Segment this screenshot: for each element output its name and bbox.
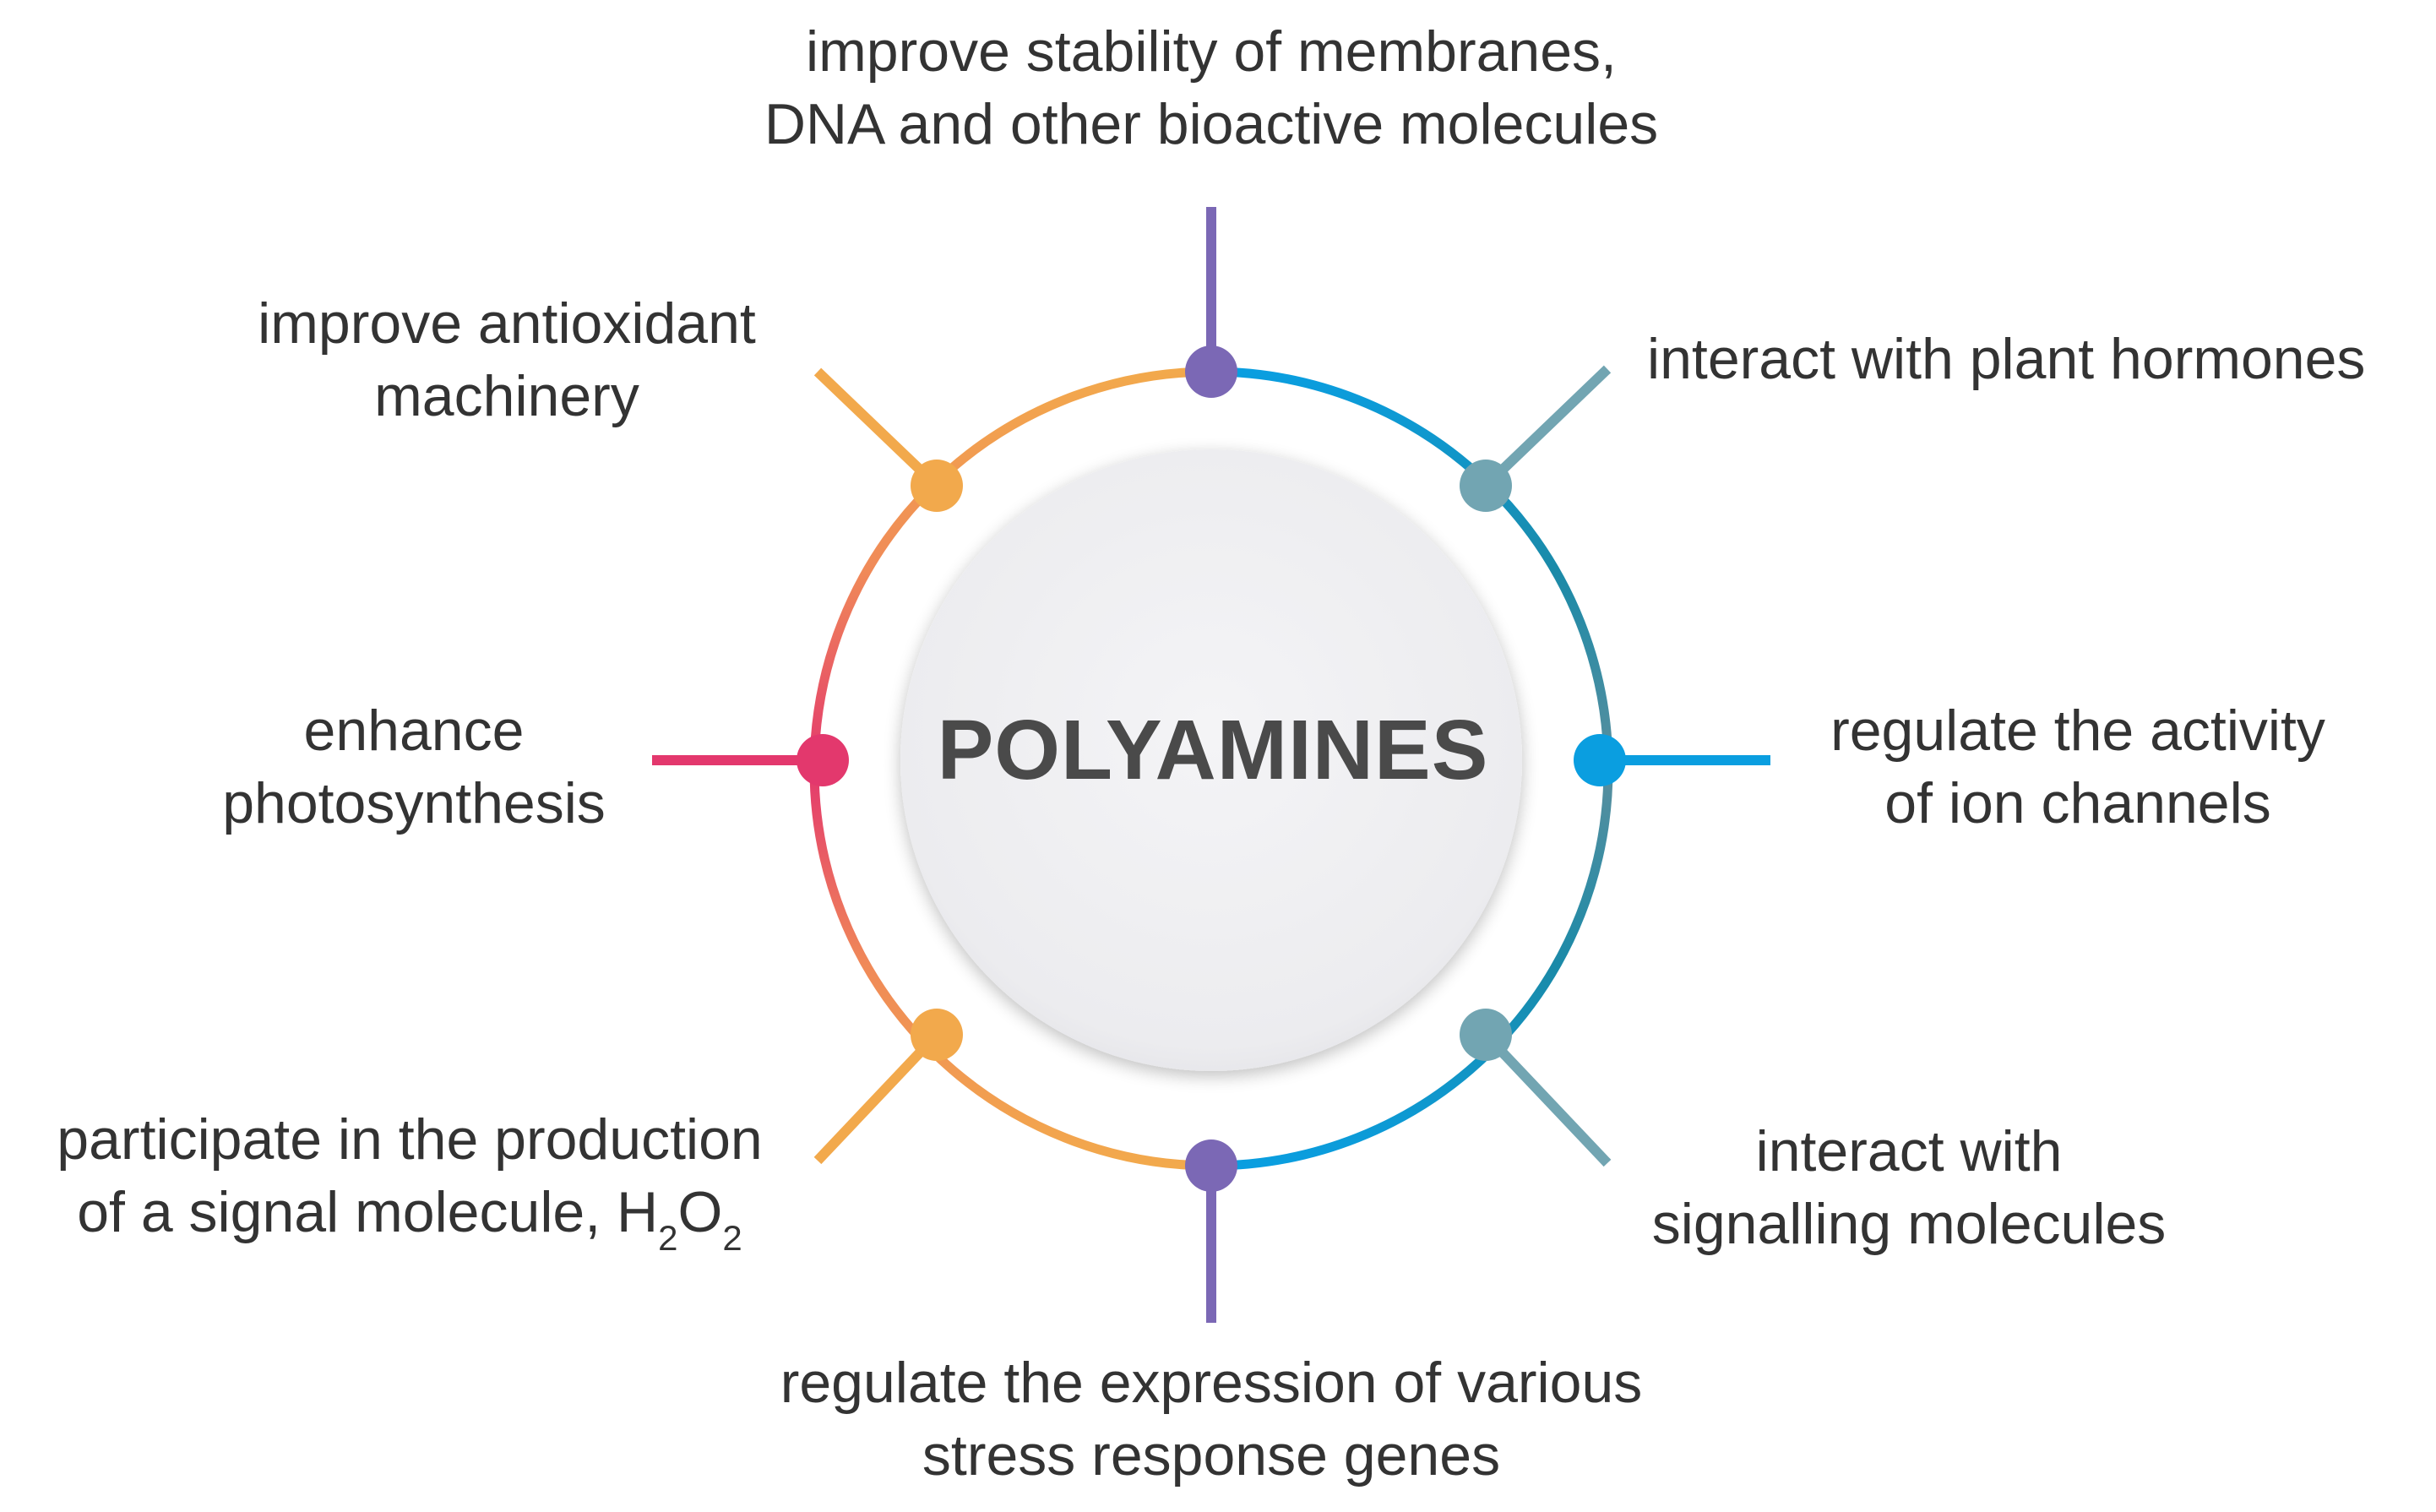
spoke-top-right xyxy=(1482,365,1612,490)
label-top: improve stability of membranes, DNA and … xyxy=(704,15,1718,160)
label-left-line1: enhance xyxy=(303,699,525,763)
label-top-line2: DNA and other bioactive molecules xyxy=(764,92,1659,156)
center-title: POLYAMINES xyxy=(937,703,1489,797)
label-top-left-line1: improve antioxidant xyxy=(258,291,756,356)
label-top-right: interact with plant hormones xyxy=(1647,323,2365,395)
label-right-line1: regulate the activity xyxy=(1830,699,2325,763)
node-left xyxy=(797,734,849,786)
h2o2-subscript-1: 2 xyxy=(658,1218,678,1258)
center-disc xyxy=(900,449,1522,1071)
node-bottom xyxy=(1185,1139,1237,1192)
label-bottom-line1: regulate the expression of various xyxy=(780,1351,1643,1415)
label-left: enhance photosynthesis xyxy=(169,694,659,840)
label-top-line1: improve stability of membranes, xyxy=(806,19,1617,84)
label-bottom-right-line1: interact with xyxy=(1755,1119,2063,1183)
label-bottom-right: interact with signalling molecules xyxy=(1596,1115,2221,1260)
label-top-left-line2: machinery xyxy=(374,364,639,428)
label-right: regulate the activity of ion channels xyxy=(1765,694,2390,840)
label-top-left: improve antioxidant machinery xyxy=(211,287,802,432)
node-right xyxy=(1574,734,1626,786)
label-top-right-line1: interact with plant hormones xyxy=(1647,327,2366,391)
node-top-left xyxy=(911,460,963,512)
node-bottom-left xyxy=(911,1009,963,1061)
label-bottom-left: participate in the production of a signa… xyxy=(17,1103,802,1256)
spoke-bottom-left xyxy=(813,1031,941,1165)
h2o2-oxygen: O xyxy=(677,1180,723,1244)
node-top xyxy=(1185,345,1237,398)
node-top-right xyxy=(1460,460,1512,512)
label-bottom-left-line2: of a signal molecule, H2O2 xyxy=(17,1176,802,1256)
label-right-line2: of ion channels xyxy=(1884,771,2271,835)
h2o2-subscript-2: 2 xyxy=(722,1218,742,1258)
label-bottom-right-line2: signalling molecules xyxy=(1651,1192,2167,1256)
label-bottom: regulate the expression of various stres… xyxy=(704,1346,1718,1492)
spoke-bottom-right xyxy=(1482,1031,1612,1167)
spoke-top-left xyxy=(813,367,941,490)
label-bottom-line2: stress response genes xyxy=(922,1423,1501,1488)
label-bottom-left-line1: participate in the production xyxy=(57,1107,763,1172)
label-bottom-left-text: of a signal molecule, H xyxy=(77,1180,659,1244)
label-left-line2: photosynthesis xyxy=(222,771,606,835)
node-bottom-right xyxy=(1460,1009,1512,1061)
